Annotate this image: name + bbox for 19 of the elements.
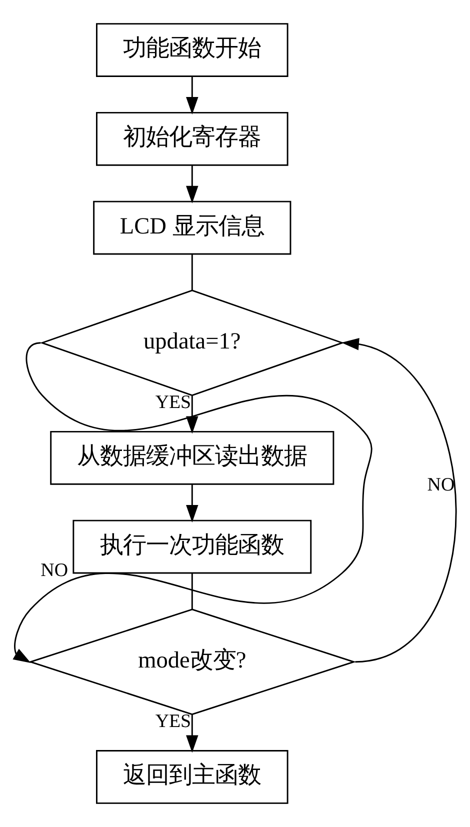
node-box: 返回到主函数 (96, 750, 288, 804)
arrow (186, 396, 198, 434)
node-box: 从数据缓冲区读出数据 (50, 430, 334, 485)
arrow (186, 714, 198, 753)
connector (191, 254, 193, 290)
connector (191, 573, 193, 610)
arrow (341, 338, 457, 663)
node-diamond: mode改变? (28, 608, 356, 716)
node-box: 初始化寄存器 (96, 112, 288, 166)
node-diamond: updata=1? (40, 290, 344, 396)
edge-label: NO (40, 560, 68, 581)
edge-label: NO (427, 474, 455, 496)
node-box: 执行一次功能函数 (72, 520, 312, 574)
arrow (186, 76, 198, 115)
arrow (186, 165, 198, 204)
arrow (186, 484, 198, 522)
node-box: 功能函数开始 (96, 23, 288, 77)
arrow (12, 342, 372, 663)
node-box: LCD 显示信息 (93, 200, 292, 255)
